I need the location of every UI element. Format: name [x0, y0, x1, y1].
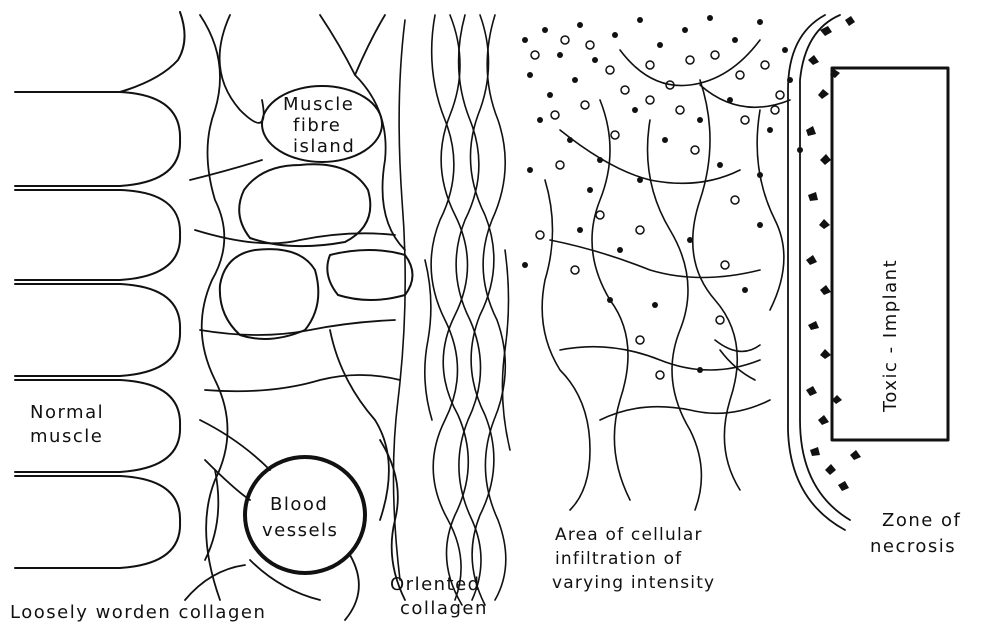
label-oriented-collagen-line1: Orlented — [390, 574, 481, 595]
label-muscle-fibre-island-line3: island — [293, 136, 355, 157]
normal-muscle-region — [15, 12, 185, 568]
muscle-fibre — [15, 190, 180, 280]
muscle-fibre — [120, 12, 185, 92]
label-infiltration-line3: varying intensity — [552, 573, 715, 593]
muscle-fibre — [15, 92, 180, 186]
cell-circles — [531, 36, 784, 379]
muscle-fibre-island — [220, 249, 319, 339]
label-zone-of-necrosis-line2: necrosis — [870, 536, 956, 557]
label-blood-vessels-line2: vessels — [262, 520, 338, 541]
label-blood-vessels-line1: Blood — [270, 494, 328, 515]
oriented-collagen — [393, 15, 510, 605]
label-muscle-fibre-island-line1: Muscle — [283, 94, 354, 115]
label-zone-of-necrosis-line1: Zone of — [882, 510, 961, 531]
label-muscle-fibre-island-line2: fibre — [293, 115, 341, 136]
label-normal-muscle-line1: Normal — [30, 402, 104, 423]
cell-dots — [522, 15, 803, 373]
label-normal-muscle-line2: muscle — [30, 426, 103, 447]
infiltrating-cells — [522, 15, 803, 379]
muscle-fibre-island — [327, 250, 412, 300]
label-infiltration-line1: Area of cellular — [555, 525, 703, 545]
label-oriented-collagen-line2: collagen — [400, 598, 488, 619]
label-toxic-implant: Toxic - Implant — [880, 259, 901, 413]
label-infiltration-line2: infiltration of — [555, 549, 682, 569]
blood-vessel — [245, 457, 365, 573]
muscle-fibre — [15, 476, 180, 568]
muscle-fibre — [15, 284, 180, 376]
label-loosely-woven-collagen: Loosely worden collagen — [10, 602, 266, 623]
infiltration-network — [542, 40, 790, 510]
